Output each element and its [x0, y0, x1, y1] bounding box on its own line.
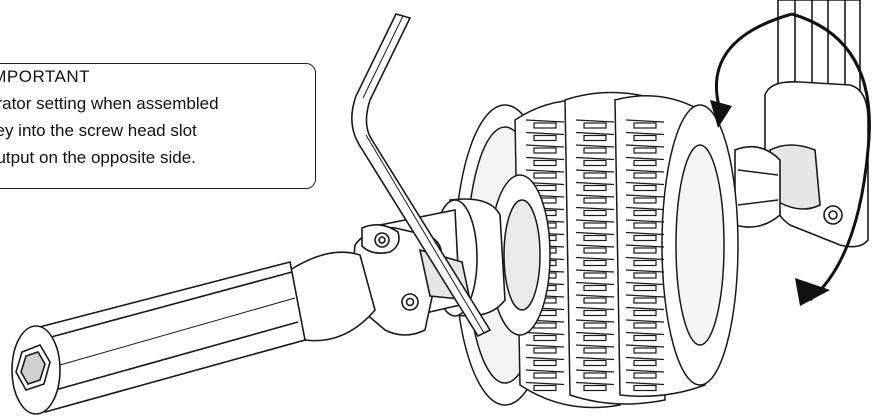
callout-line-2: key into the screw head slot: [0, 121, 197, 140]
important-callout: IMPORTANT grator setting when assembled …: [0, 63, 316, 189]
upper-shaft: [734, 0, 869, 248]
arrowhead-bottom: [795, 278, 830, 306]
hex-drive-shaft: [11, 251, 376, 415]
callout-title: IMPORTANT: [0, 67, 91, 86]
center-shaft: [349, 198, 506, 336]
roller-assembly: [454, 91, 739, 409]
rotation-arrow-icon: [714, 12, 871, 302]
callout-line-1: grator setting when assembled: [0, 94, 219, 113]
arrowhead-top: [710, 100, 732, 128]
callout-line-3: output on the opposite side.: [0, 148, 196, 167]
hex-key-icon: [351, 13, 492, 338]
